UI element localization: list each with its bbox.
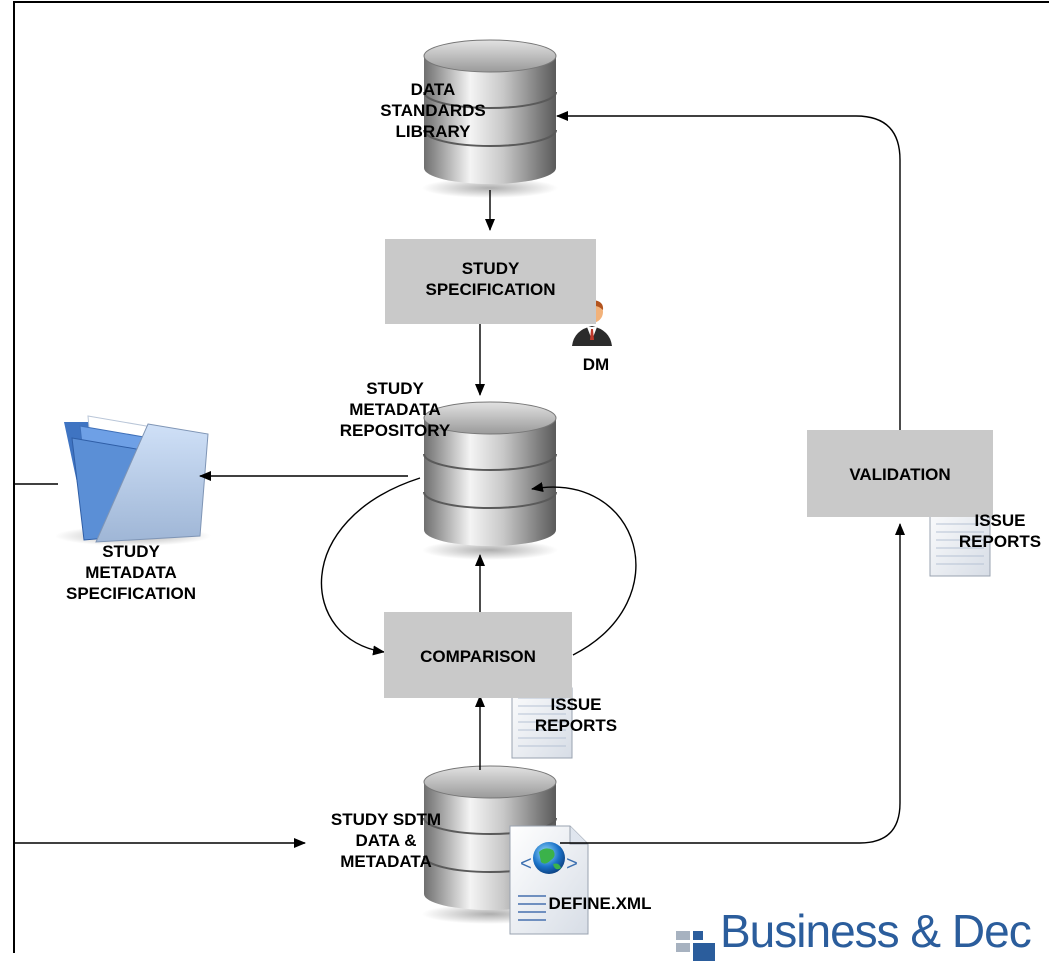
brand-mark-icon	[676, 922, 716, 968]
sdtm-line1: STUDY SDTM	[330, 810, 442, 829]
sdtm-line2: DATA &	[355, 831, 417, 850]
data-standards-library-label: DATA STANDARDS LIBRARY	[364, 79, 502, 142]
arrow-comparison-to-repository-curve	[531, 482, 637, 656]
validation-issue-line2: REPORTS	[958, 532, 1042, 551]
library-line2: STANDARDS	[380, 101, 486, 120]
repository-line2: METADATA	[349, 400, 441, 419]
validation-label: VALIDATION	[849, 465, 951, 484]
specification-line2: METADATA	[85, 563, 177, 582]
comparison-issue-line1: ISSUE	[550, 695, 602, 714]
study-metadata-repository-label: STUDY METADATA REPOSITORY	[318, 378, 472, 441]
folder-icon	[55, 415, 211, 546]
svg-text:<: <	[520, 854, 532, 877]
frame-border	[13, 1, 1049, 953]
validation-issue-line1: ISSUE	[974, 511, 1026, 530]
dm-label: DM	[582, 355, 610, 374]
arrow-repository-to-comparison	[320, 477, 421, 656]
repository-line1: STUDY	[366, 379, 424, 398]
comparison-box: COMPARISON	[384, 612, 572, 698]
study-sdtm-label: STUDY SDTM DATA & METADATA	[316, 809, 456, 872]
arrow-validation-to-library	[556, 111, 901, 430]
study-specification-box: STUDY SPECIFICATION	[385, 239, 596, 324]
database-icon	[422, 39, 558, 198]
sdtm-line3: METADATA	[340, 852, 432, 871]
validation-issue-reports-label: ISSUE REPORTS	[952, 510, 1048, 552]
arrow-sdtm-to-validation	[560, 523, 905, 844]
study-specification-line1: STUDY	[461, 259, 520, 278]
study-specification-line2: SPECIFICATION	[425, 280, 556, 299]
specification-line3: SPECIFICATION	[65, 584, 197, 603]
study-metadata-specification-label: STUDY METADATA SPECIFICATION	[36, 541, 226, 604]
define-xml-label: DEFINE.XML	[548, 894, 652, 913]
comparison-issue-line2: REPORTS	[534, 716, 618, 735]
brand-logo: Business & Dec	[676, 905, 1032, 968]
specification-line1: STUDY	[102, 542, 160, 561]
database-icon	[422, 401, 558, 560]
comparison-label: COMPARISON	[420, 647, 536, 666]
library-line3: LIBRARY	[395, 122, 471, 141]
globe-icon	[533, 842, 565, 874]
brand-text: Business & Dec	[720, 905, 1032, 957]
svg-text:>: >	[566, 854, 578, 877]
repository-line3: REPOSITORY	[339, 421, 451, 440]
document-icon: < >	[509, 825, 589, 935]
comparison-issue-reports-label: ISSUE REPORTS	[522, 694, 630, 736]
library-line1: DATA	[410, 80, 456, 99]
validation-box: VALIDATION	[807, 430, 993, 517]
